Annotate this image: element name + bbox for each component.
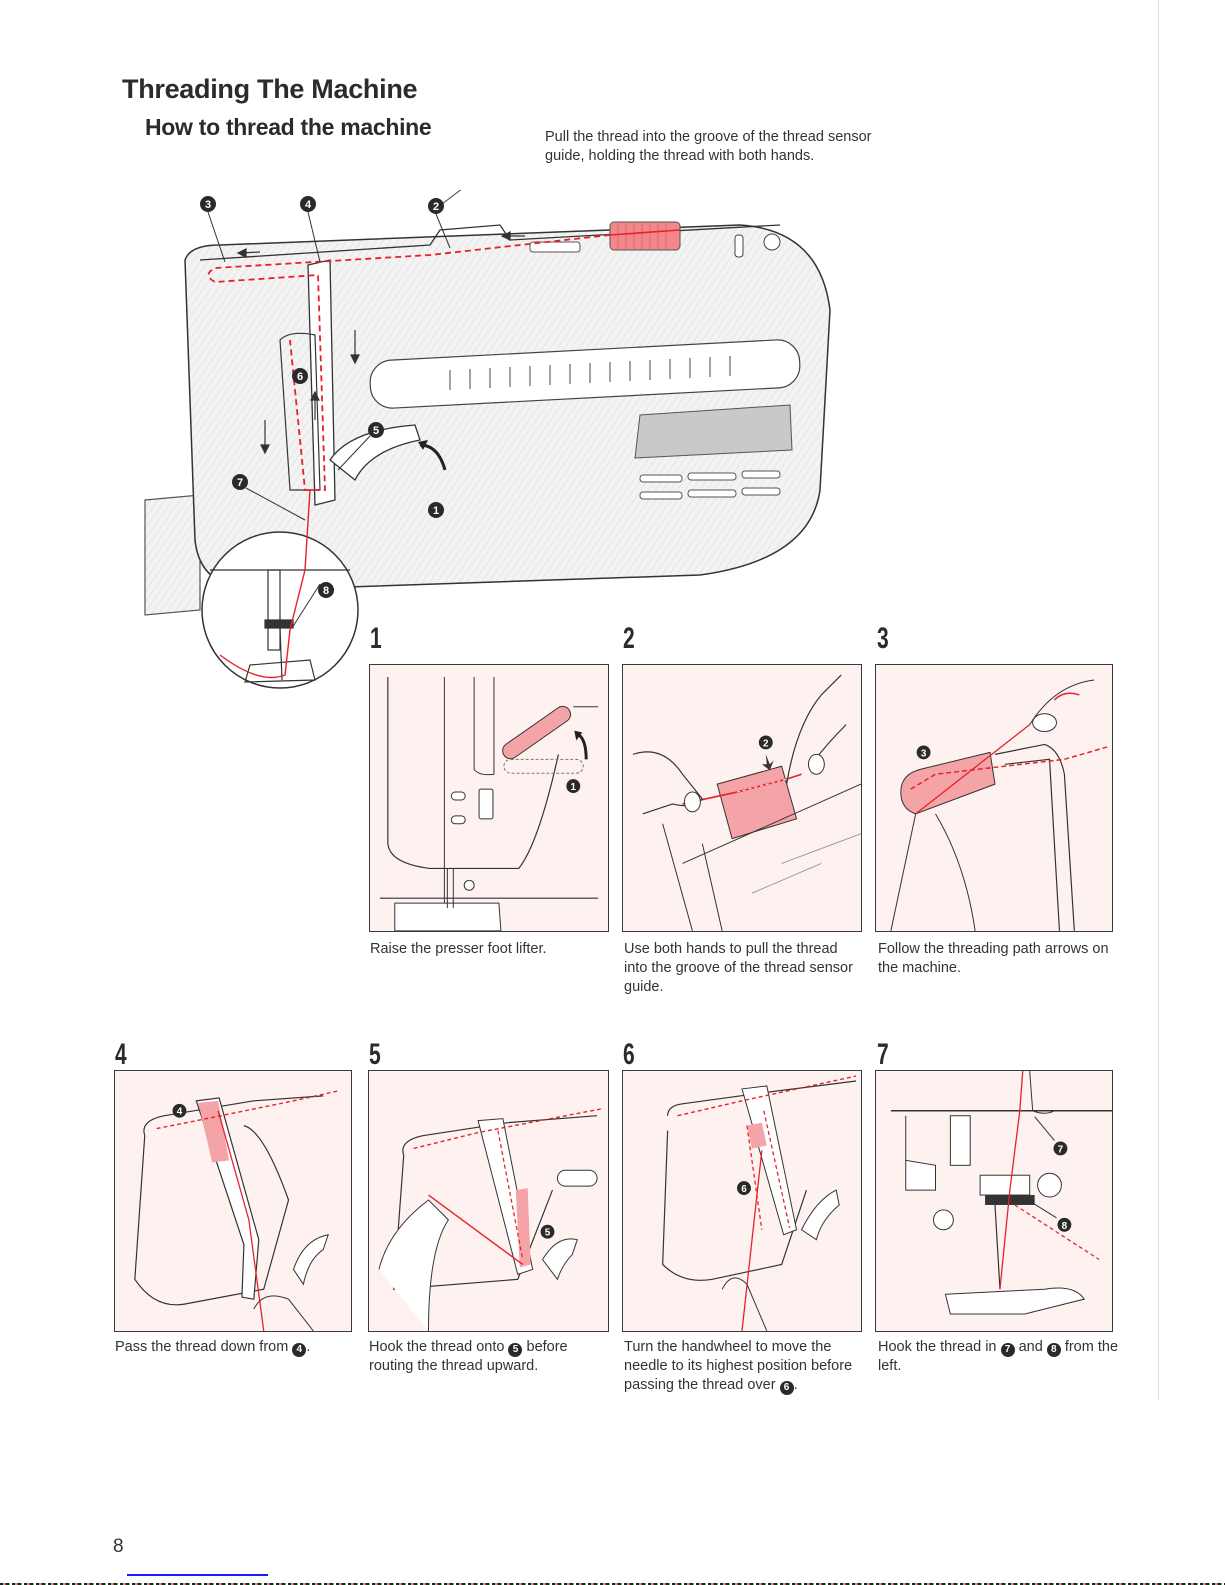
step-number-6: 6 (623, 1038, 635, 1071)
step-2-illustration: 2 (622, 664, 862, 932)
step-4-caption: Pass the thread down from 4. (115, 1339, 311, 1357)
svg-text:7: 7 (237, 477, 243, 489)
marker-8-icon: 8 (318, 582, 334, 598)
presser-foot-lever (329, 424, 421, 482)
sewing-machine-illustration: 3 4 2 6 5 1 7 8 (140, 129, 850, 690)
step-number-5: 5 (369, 1038, 381, 1071)
step-7-illustration: 7 8 (875, 1070, 1113, 1332)
marker-8-icon: 8 (1046, 1343, 1061, 1357)
take-up-lever (307, 259, 336, 506)
marker-4-icon: 4 (172, 1103, 187, 1118)
bottom-dotted-rule (0, 1583, 1225, 1585)
presser-foot-lifter (502, 705, 572, 760)
svg-text:5: 5 (545, 1228, 551, 1239)
step-number-3: 3 (877, 622, 889, 655)
step-5-caption: Hook the thread onto 5 before routing th… (369, 1339, 568, 1374)
step-3-caption: Follow the threading path arrows on the … (878, 941, 1109, 976)
thread-spool (609, 221, 681, 251)
section-subtitle: How to thread the machine (145, 114, 432, 140)
svg-text:4: 4 (305, 199, 312, 211)
marker-6-icon: 6 (737, 1181, 751, 1195)
marker-7-icon: 7 (1000, 1343, 1015, 1357)
callout-leader-line (441, 129, 541, 205)
marker-5-icon: 5 (508, 1343, 523, 1357)
svg-text:8: 8 (323, 585, 329, 597)
marker-5-icon: 5 (368, 422, 384, 438)
svg-text:1: 1 (571, 782, 577, 793)
marker-8-icon: 8 (1057, 1217, 1072, 1232)
svg-text:5: 5 (373, 425, 379, 437)
step-number-2: 2 (623, 622, 635, 655)
step-6-caption: Turn the handwheel to move the needle to… (624, 1339, 853, 1395)
thread-sensor-callout: Pull the thread into the groove of the t… (545, 129, 872, 164)
step-1-illustration: 1 (369, 664, 609, 932)
machine-bed (144, 494, 201, 616)
marker-1-icon: 1 (428, 502, 444, 518)
stitch-selector-panel (369, 339, 801, 409)
step-2-caption: Use both hands to pull the thread into t… (624, 941, 853, 995)
svg-text:6: 6 (297, 371, 303, 383)
svg-text:8: 8 (1062, 1221, 1068, 1232)
marker-3-icon: 3 (916, 745, 931, 759)
page-title: Threading The Machine (122, 74, 418, 104)
step-1-caption: Raise the presser foot lifter. (370, 941, 547, 957)
svg-text:6: 6 (741, 1184, 747, 1195)
lcd-screen (634, 404, 793, 459)
svg-text:2: 2 (433, 201, 439, 213)
step-3-illustration: 3 (875, 664, 1113, 932)
marker-7-icon: 7 (1053, 1141, 1068, 1155)
marker-5-icon: 5 (540, 1224, 555, 1239)
step-7-caption: Hook the thread in 7 and 8 from the left… (878, 1339, 1119, 1374)
page-edge-line (1158, 0, 1159, 1400)
svg-text:2: 2 (763, 738, 769, 749)
marker-2-icon: 2 (428, 198, 444, 214)
step-number-1: 1 (370, 622, 382, 655)
svg-text:3: 3 (921, 748, 927, 759)
svg-text:7: 7 (1058, 1144, 1064, 1155)
svg-text:1: 1 (433, 505, 439, 517)
marker-3-icon: 3 (200, 196, 216, 212)
footer-link-underline (127, 1574, 268, 1576)
svg-text:3: 3 (205, 199, 211, 211)
marker-7-icon: 7 (232, 474, 248, 490)
thread-path (207, 234, 611, 491)
marker-6-icon: 6 (292, 368, 308, 384)
svg-text:4: 4 (177, 1107, 183, 1118)
marker-6-icon: 6 (779, 1381, 794, 1395)
thread-sensor-guide (716, 765, 798, 840)
marker-4-icon: 4 (300, 196, 316, 212)
marker-2-icon: 2 (758, 735, 773, 749)
step-number-7: 7 (877, 1038, 889, 1071)
step-6-illustration: 6 (622, 1070, 862, 1332)
marker-1-icon: 1 (566, 779, 581, 793)
step-5-illustration: 5 (368, 1070, 609, 1332)
step-4-illustration: 4 (114, 1070, 352, 1332)
step-number-4: 4 (115, 1038, 127, 1071)
marker-4-icon: 4 (292, 1343, 307, 1357)
page-number: 8 (113, 1536, 124, 1557)
